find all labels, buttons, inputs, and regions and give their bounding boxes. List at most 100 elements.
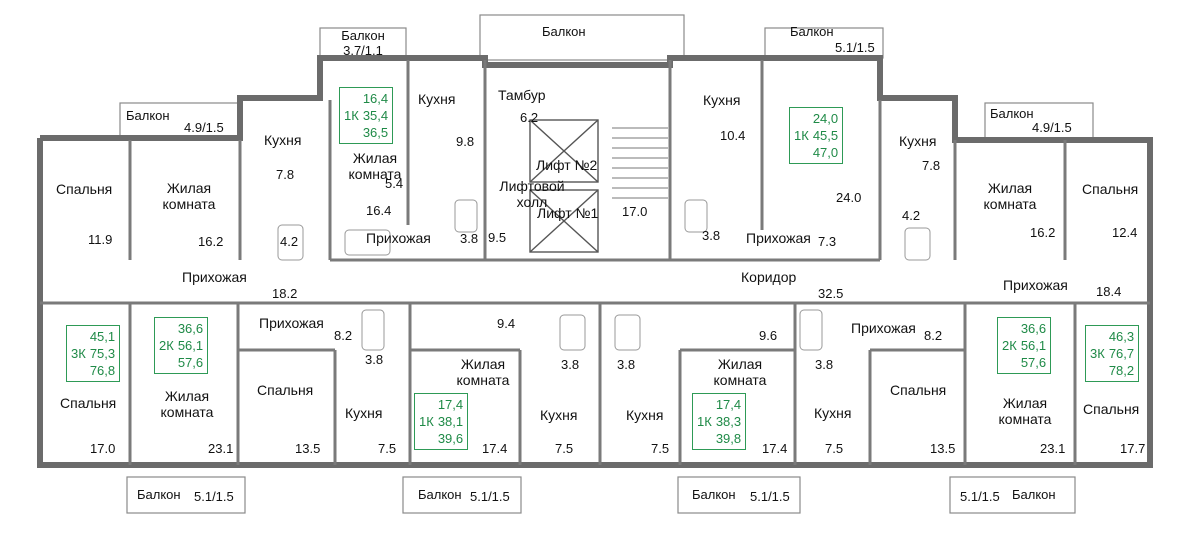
room-label-living: Жилая комната — [160, 388, 214, 420]
balcony-outline-b2 — [479, 14, 685, 61]
room-label-bedroom: Спальня — [1082, 181, 1139, 197]
lift-1-shaft — [529, 189, 599, 253]
living-area: 17,4 — [715, 397, 742, 412]
room-label-lift-hall: Лифтовой холл — [499, 178, 565, 210]
living-area: 36,6 — [177, 321, 204, 336]
room-label-bedroom: Спальня — [890, 382, 947, 398]
area-bedroom: 17.7 — [1120, 441, 1146, 456]
room-label-living: Жилая комната — [456, 356, 510, 388]
area-kitchen: 10.4 — [720, 128, 746, 143]
area-living: 17.4 — [762, 441, 788, 456]
area-living: 16.2 — [198, 234, 224, 249]
area-stair: 17.0 — [622, 204, 648, 219]
area-bathroom: 5.4 — [385, 176, 404, 191]
area-with-balcony: 36,5 — [362, 125, 389, 140]
room-label-hallway: Прихожая — [746, 230, 811, 246]
apartment-type: 3К — [71, 346, 86, 361]
area-bathroom: 4.2 — [902, 208, 921, 223]
area-living: 23.1 — [208, 441, 234, 456]
balcony-area-b5: 4.9/1.5 — [1032, 120, 1072, 135]
area-bathroom: 3.8 — [365, 352, 384, 367]
total-area: 38,1 — [437, 414, 464, 429]
outer-walls — [37, 55, 1153, 468]
room-label-kitchen: Кухня — [264, 132, 302, 148]
balcony-area-b9: 5.1/1.5 — [960, 489, 1000, 504]
area-bedroom: 13.5 — [930, 441, 956, 456]
area-corridor: 32.5 — [818, 286, 844, 301]
area-bathroom: 3.8 — [702, 228, 721, 243]
room-label-living: Жилая комната — [983, 180, 1037, 212]
room-label-kitchen: Кухня — [540, 407, 578, 423]
area-kitchen: 7.5 — [555, 441, 574, 456]
room-label-kitchen: Кухня — [814, 405, 852, 421]
room-label-corridor: Коридор — [741, 269, 797, 285]
area-bathroom: 4.2 — [280, 234, 299, 249]
room-label-hallway: Прихожая — [259, 315, 324, 331]
area-bathroom: 3.8 — [815, 357, 834, 372]
balcony-label-b9: Балкон — [1012, 487, 1056, 502]
total-area: 75,3 — [89, 346, 116, 361]
room-label-lift-1: Лифт №1 — [537, 205, 599, 221]
area-lift-hall: 9.5 — [488, 230, 507, 245]
apartment-type: 2К — [159, 338, 174, 353]
balcony-label-b1: Балкон 3.7/1.1 — [320, 28, 406, 58]
total-area: 56,1 — [1020, 338, 1047, 353]
balcony-outline-b6 — [126, 476, 246, 514]
area-kitchen: 7.5 — [378, 441, 397, 456]
balcony-label-b2: Балкон — [542, 24, 586, 39]
balcony-label-b5: Балкон — [990, 106, 1034, 121]
total-area: 35,4 — [362, 108, 389, 123]
area-bedroom: 11.9 — [88, 232, 113, 247]
living-area: 36,6 — [1020, 321, 1047, 336]
total-area: 76,7 — [1108, 346, 1135, 361]
area-bedroom: 17.0 — [90, 441, 116, 456]
room-label-bedroom: Спальня — [1083, 401, 1140, 417]
area-hallway: 18.4 — [1096, 284, 1122, 299]
balcony-outline-b9 — [949, 476, 1076, 514]
balcony-area-b6: 5.1/1.5 — [194, 489, 234, 504]
area-hallway: 8.2 — [924, 328, 943, 343]
room-label-bedroom: Спальня — [257, 382, 314, 398]
area-living: 16.2 — [1030, 225, 1056, 240]
area-living: 17.4 — [482, 441, 508, 456]
area-with-balcony: 57,6 — [1020, 355, 1047, 370]
area-bathroom: 3.8 — [460, 231, 479, 246]
balcony-label-b8: Балкон — [692, 487, 736, 502]
area-with-balcony: 57,6 — [177, 355, 204, 370]
living-area: 17,4 — [437, 397, 464, 412]
room-label-kitchen: Кухня — [345, 405, 383, 421]
living-area: 45,1 — [89, 329, 116, 344]
area-tambur: 6.2 — [520, 110, 539, 125]
area-with-balcony: 39,8 — [715, 431, 742, 446]
room-label-living: Жилая комната — [162, 180, 216, 212]
apartment-type: 2К — [1002, 338, 1017, 353]
apartment-type: 1К — [419, 414, 434, 429]
balcony-outlines — [119, 14, 1094, 514]
living-area: 16,4 — [362, 91, 389, 106]
area-bathroom: 3.8 — [617, 357, 636, 372]
room-label-living: Жилая комната — [998, 395, 1052, 427]
area-kitchen: 7.8 — [276, 167, 295, 182]
apartment-type: 1К — [697, 414, 712, 429]
bathroom-fixtures — [277, 199, 931, 351]
area-hallway: 9.6 — [759, 328, 778, 343]
room-label-kitchen: Кухня — [703, 92, 741, 108]
area-hallway: 18.2 — [272, 286, 298, 301]
area-hallway: 9.4 — [497, 316, 516, 331]
area-hallway: 7.3 — [818, 234, 837, 249]
room-label-hallway: Прихожая — [851, 320, 916, 336]
living-area: 24,0 — [812, 111, 839, 126]
room-label-living: Жилая комната — [713, 356, 767, 388]
balcony-label-b6: Балкон — [137, 487, 181, 502]
staircase — [612, 127, 668, 199]
room-label-living: Жилая комната — [348, 150, 402, 182]
